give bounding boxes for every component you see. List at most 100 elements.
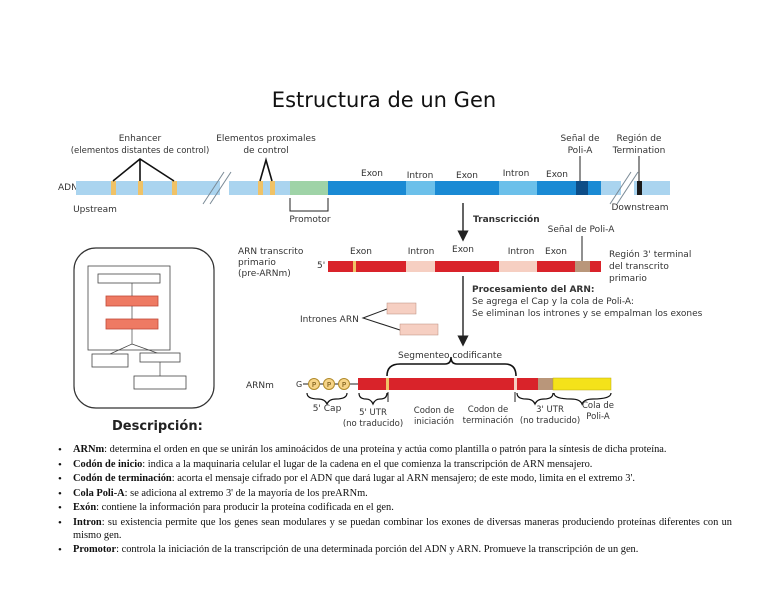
- stop-codon-marker: [514, 378, 517, 390]
- stop-codon-label: Codon de: [468, 405, 508, 415]
- pre-mrna-exon-2: [435, 261, 499, 272]
- dna-exon-2: [435, 181, 499, 195]
- coding-segment-label: Segmenteo codificante: [398, 351, 502, 361]
- excised-intron-1: [386, 302, 417, 315]
- cap-phosphate: [323, 378, 335, 390]
- five-prime-label: 5': [317, 261, 325, 271]
- dna-exon-label: Exon: [361, 169, 383, 179]
- description-text: : acorta el mensaje cifrado por el ADN q…: [171, 473, 635, 485]
- dna-exon-1: [328, 181, 406, 195]
- dna-intron-1: [406, 181, 435, 195]
- dna-intron-label: Intron: [503, 169, 530, 179]
- cap-phosphate-label: P: [327, 381, 331, 389]
- pre-mrna-sublabel: primario: [238, 258, 276, 268]
- downstream-label: Downstream: [611, 203, 668, 213]
- promoter-label: Promotor: [289, 215, 331, 225]
- dna-downstream-strand: [634, 181, 670, 195]
- description-text: : contiene la información para producir …: [96, 502, 394, 514]
- enhancer-element: [138, 181, 143, 195]
- enhancer-element: [111, 181, 116, 195]
- description-term: Codón de terminación: [73, 473, 172, 485]
- processing-title: Procesamiento del ARN:: [472, 285, 594, 295]
- polya-tail: [552, 377, 612, 391]
- description-title: Descripción:: [112, 419, 203, 434]
- dna-downstream-strand: [601, 181, 621, 195]
- pre-mrna-label: ARN transcrito: [238, 247, 304, 257]
- cap-phosphate: [308, 378, 320, 390]
- description-list: ARNm: determina el orden en que se unirá…: [56, 444, 732, 559]
- utr5-bracket: [358, 392, 388, 406]
- transcription-label: Transcricción: [473, 214, 540, 225]
- mrna-3prime-region: [538, 378, 553, 390]
- description-text: : controla la iniciación de la transcrip…: [116, 544, 639, 556]
- flow-box: [97, 273, 161, 284]
- description-item: Promotor: controla la iniciación de la t…: [56, 544, 732, 557]
- dna-intron-label: Intron: [407, 171, 434, 181]
- proximal-sublabel: de control: [243, 146, 288, 156]
- description-item: Intron: su existencia permite que los ge…: [56, 517, 732, 542]
- pre-mrna-intron-label: Intron: [508, 247, 535, 257]
- dna-intron-2: [499, 181, 537, 195]
- termination-region: [637, 181, 642, 195]
- description-term: Promotor: [73, 544, 117, 556]
- proximal-element: [258, 181, 263, 195]
- pre-mrna-marker: [353, 261, 356, 272]
- enhancer-pointer: [112, 158, 175, 182]
- flow-box: [91, 353, 129, 368]
- utr5-label: 5' UTR: [359, 408, 387, 418]
- description-item: Codón de terminación: acorta el mensaje …: [56, 473, 732, 486]
- polya-tail-label: Cola de: [582, 401, 614, 411]
- proximal-label: Elementos proximales: [216, 134, 316, 144]
- pre-mrna-intron-2: [499, 261, 537, 272]
- mrna-label: ARNm: [246, 381, 274, 391]
- flow-box: [139, 352, 181, 363]
- introns-pointer: [361, 308, 401, 331]
- cap-phosphate-label: P: [312, 381, 316, 389]
- utr3-label: 3' UTR: [536, 405, 564, 415]
- description-text: : indica a la maquinaria celular el luga…: [142, 458, 593, 470]
- pre-mrna-exon-1: [328, 261, 406, 272]
- description-item: Codón de inicio: indica a la maquinaria …: [56, 459, 732, 472]
- break-mark: [202, 171, 225, 205]
- break-mark: [209, 171, 232, 205]
- polya-bracket: [553, 392, 612, 406]
- pre-mrna-intron-1: [406, 261, 435, 272]
- processing-step-2: Se eliminan los intrones y se empalman l…: [472, 309, 703, 319]
- polya-signal-sublabel: Poli-A: [568, 146, 594, 156]
- dna-exon-3: [537, 181, 601, 195]
- promoter-region: [290, 181, 328, 195]
- pre-mrna-3prime-region: [575, 261, 590, 272]
- pre-mrna-sublabel: (pre-ARNm): [238, 269, 291, 279]
- cap-g-label: G: [296, 380, 302, 389]
- page-title: Estructura de un Gen: [271, 88, 497, 112]
- start-codon-label: Codon de: [414, 406, 454, 416]
- polya-signal-region: [576, 181, 588, 195]
- cap-phosphate: [338, 378, 350, 390]
- termination-sublabel: Termination: [612, 146, 666, 156]
- region3-sublabel: primario: [609, 274, 647, 284]
- pre-mrna-exon-3: [537, 261, 575, 272]
- description-text: : determina el orden en que se unirán lo…: [104, 444, 667, 455]
- pre-mrna-exon-label: Exon: [350, 247, 372, 257]
- break-mark: [616, 171, 639, 205]
- proximal-pointer: [259, 157, 273, 182]
- description-item: Cola Poli-A: se adiciona al extremo 3' d…: [56, 488, 732, 501]
- pre-mrna-exon-label: Exon: [452, 245, 474, 255]
- cap-bracket: [306, 392, 348, 406]
- excised-intron-2: [399, 323, 439, 336]
- cap-label: 5' Cap: [313, 404, 342, 414]
- enhancer-sublabel: (elementos distantes de control): [71, 146, 210, 156]
- description-item: ARNm: determina el orden en que se unirá…: [56, 444, 732, 457]
- description-text: : se adiciona al extremo 3' de la mayorí…: [124, 487, 368, 499]
- utr5-sublabel: (no traducido): [343, 419, 403, 429]
- region3-label: Región 3' terminal: [609, 249, 691, 260]
- description-item: Exón: contiene la información para produ…: [56, 502, 732, 515]
- description-term: Exón: [73, 502, 97, 514]
- polya-tail-sublabel: Poli-A: [586, 412, 610, 420]
- pre-mrna-polya-label: Señal de Poli-A: [548, 225, 616, 235]
- dna-upstream-strand: [76, 181, 220, 195]
- description-term: Cola Poli-A: [73, 487, 125, 499]
- pre-mrna-tail: [590, 261, 601, 272]
- flow-box: [133, 375, 187, 390]
- promoter-bracket: [289, 198, 329, 212]
